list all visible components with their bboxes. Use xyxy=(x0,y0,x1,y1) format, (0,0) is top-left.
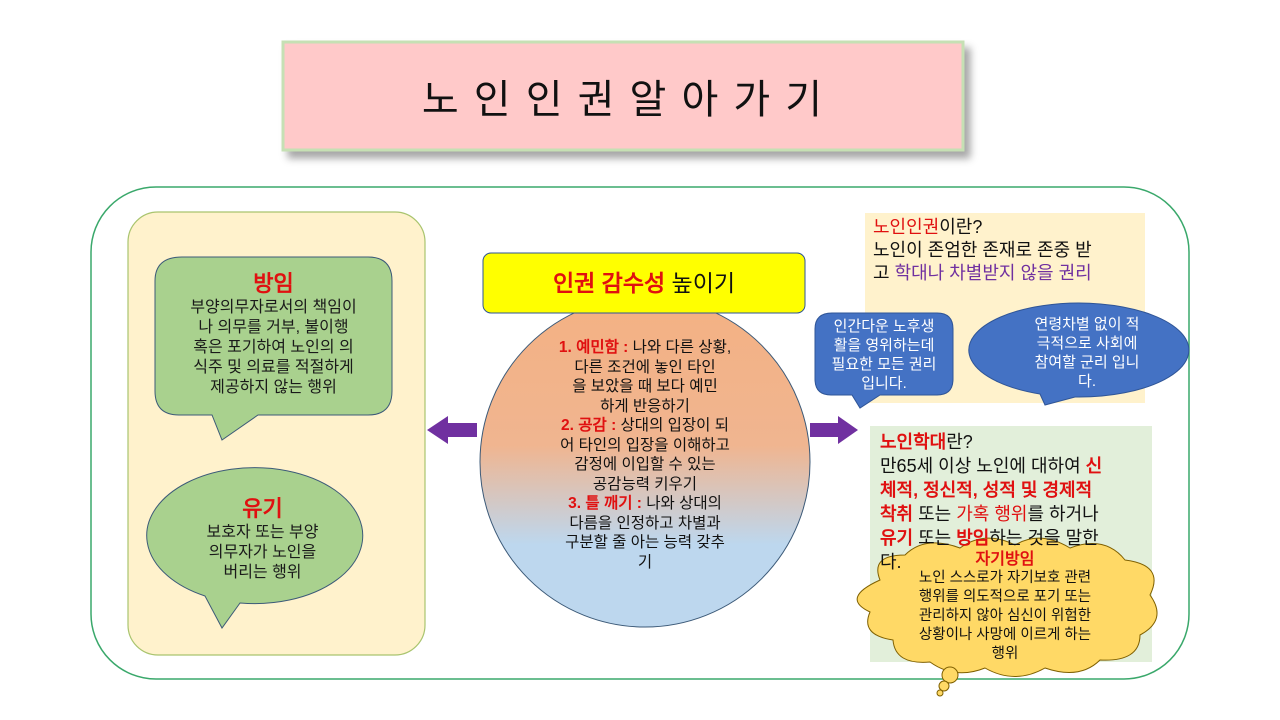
abandonment-line: 버리는 행위 xyxy=(223,564,302,581)
rights-callout-2-text: 연령차별 없이 적 극적으로 사회에 참여할 군리 입니 다. xyxy=(1034,316,1140,390)
header-highlight: 인권 감수성 xyxy=(552,270,666,296)
abuse-text: 노인학대란? 만65세 이상 노인에 대하여 신 체적, 정신적, 성적 및 경… xyxy=(880,432,1103,572)
item-line: 공감능력 키우기 xyxy=(592,475,698,493)
rights-highlight: 학대나 차별받지 않을 권리 xyxy=(894,263,1092,283)
rights-text: 노인인권이란? 노인이 존엄한 존재로 존중 받 고 학대나 차별받지 않을 권… xyxy=(873,217,1092,283)
arrow-left xyxy=(427,416,477,444)
neglect-text: 방임 부양의무자로서의 책임이 나 의무를 거부, 불이행 혹은 포기하여 노인… xyxy=(155,270,392,398)
neglect-line: 혹은 포기하여 노인의 의 xyxy=(193,339,354,356)
rights-term: 노인인권 xyxy=(873,217,940,237)
header-rest: 높이기 xyxy=(665,270,736,296)
item-line: 기 xyxy=(637,553,653,571)
abandonment-line: 보호자 또는 부양 xyxy=(206,524,319,541)
item-2: 2. 공감 : 상대의 입장이 되 xyxy=(561,417,729,434)
item-3: 3. 틀 깨기 : 나와 상대의 xyxy=(568,495,722,512)
abandonment-bubble xyxy=(146,467,364,629)
page-title: 노 인 인 권 알 아 가 기 xyxy=(421,78,825,122)
self-neglect-text: 자기방임 노인 스스로가 자기보호 관련 행위를 의도적으로 포기 또는 관리하… xyxy=(860,550,1150,664)
rights-callout-1 xyxy=(814,312,954,409)
neglect-bubble xyxy=(154,256,393,441)
arrow-right xyxy=(810,416,858,444)
self-neglect-cloud xyxy=(856,537,1158,697)
title-box xyxy=(281,40,965,152)
item-line: 다름을 인정하고 차별과 xyxy=(569,514,721,532)
item-line: 을 보았을 때 보다 예민 xyxy=(572,378,718,395)
abandonment-text: 유기 보호자 또는 부양 의무자가 노인을 버리는 행위 xyxy=(155,495,370,583)
item-line: 감정에 이입할 수 있는 xyxy=(574,456,716,473)
rights-callout-1-text: 인간다운 노후생 활을 영위하는데 필요한 모든 권리 입니다. xyxy=(831,318,937,392)
neglect-line: 부양의무자로서의 책임이 xyxy=(190,299,357,316)
center-items: 1. 예민함 : 나와 다른 상황, 다른 조건에 놓인 타인 을 보았을 때 … xyxy=(500,338,790,572)
self-neglect-heading: 자기방임 xyxy=(975,551,1035,568)
neglect-line: 식주 및 의료를 적절하게 xyxy=(193,359,354,376)
abuse-term: 노인학대 xyxy=(880,432,947,452)
header-box xyxy=(482,252,806,314)
abandonment-line: 의무자가 노인을 xyxy=(208,544,317,561)
rights-callout-2 xyxy=(968,302,1190,406)
item-1: 1. 예민함 : 나와 다른 상황, xyxy=(558,339,732,356)
item-line: 다른 조건에 놓인 타인 xyxy=(574,358,716,376)
item-line: 하게 반응하기 xyxy=(600,397,690,415)
item-line: 구분할 줄 아는 능력 갖추 xyxy=(565,534,725,551)
abandonment-heading: 유기 xyxy=(242,496,283,521)
center-header: 인권 감수성 높이기 xyxy=(483,253,805,313)
neglect-line: 나 의무를 거부, 불이행 xyxy=(198,319,349,336)
item-line: 어 타인의 입장을 이해하고 xyxy=(560,436,730,454)
neglect-heading: 방임 xyxy=(253,271,294,296)
rights-line: 노인이 존엄한 존재로 존중 받 xyxy=(873,240,1092,260)
neglect-line: 제공하지 않는 행위 xyxy=(210,379,337,396)
